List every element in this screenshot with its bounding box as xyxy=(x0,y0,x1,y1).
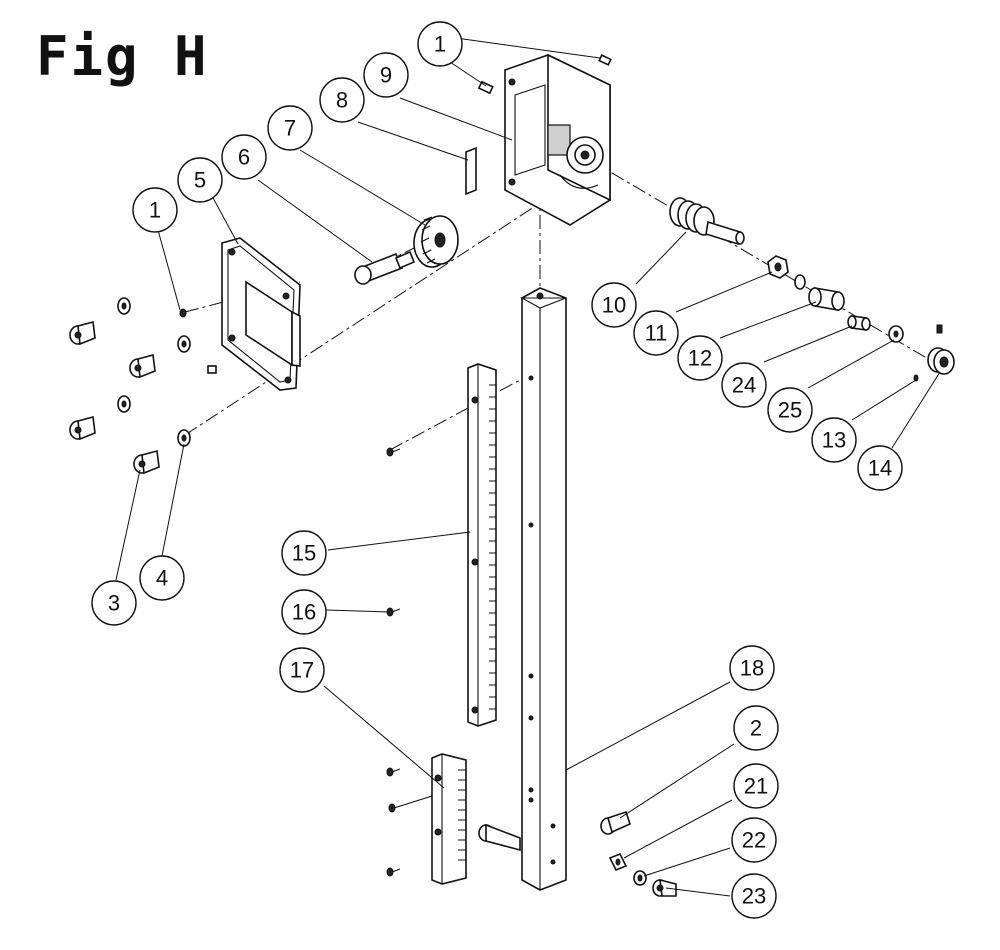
svg-text:1: 1 xyxy=(434,32,446,57)
callout-1b: 1 xyxy=(132,187,178,233)
svg-text:18: 18 xyxy=(740,656,764,681)
small-screw xyxy=(388,795,433,813)
cap-screw xyxy=(69,415,96,441)
callout-4: 4 xyxy=(139,555,185,601)
pin xyxy=(477,80,494,95)
cap-screw xyxy=(129,353,156,379)
callout-16: 16 xyxy=(281,589,327,635)
svg-text:14: 14 xyxy=(868,456,892,481)
cap-screw xyxy=(133,449,160,475)
cap-screw xyxy=(69,320,96,346)
svg-text:11: 11 xyxy=(645,321,668,346)
washer xyxy=(177,429,191,447)
callout-1: 1 xyxy=(417,21,463,67)
square-nut xyxy=(608,852,628,872)
callout-18: 18 xyxy=(729,645,775,691)
worm-shaft xyxy=(669,197,745,246)
svg-text:15: 15 xyxy=(292,541,316,566)
callout-6: 6 xyxy=(221,134,267,180)
washer xyxy=(888,325,904,343)
small-screw xyxy=(386,447,401,457)
svg-text:1: 1 xyxy=(149,198,161,223)
figure-title: Fig H xyxy=(36,25,209,88)
callout-2: 2 xyxy=(733,705,779,751)
cover-plate xyxy=(221,237,301,391)
callout-3: 3 xyxy=(91,580,137,626)
svg-text:2: 2 xyxy=(750,716,762,741)
svg-text:12: 12 xyxy=(688,346,712,371)
svg-text:21: 21 xyxy=(744,774,768,799)
callout-12: 12 xyxy=(677,335,723,381)
callout-15: 15 xyxy=(281,530,327,576)
bushing xyxy=(794,274,845,311)
svg-text:24: 24 xyxy=(732,373,756,398)
callout-23: 23 xyxy=(731,873,777,919)
axis-line xyxy=(589,159,931,361)
washer xyxy=(117,297,131,315)
leader-lines xyxy=(115,37,941,897)
pin xyxy=(598,54,612,66)
washer xyxy=(117,395,131,413)
callout-11: 11 xyxy=(633,310,679,356)
shaft xyxy=(354,250,416,285)
svg-text:9: 9 xyxy=(380,63,392,88)
callout-17: 17 xyxy=(279,647,325,693)
svg-text:13: 13 xyxy=(822,428,846,453)
pin xyxy=(207,365,217,374)
cap-screw xyxy=(652,878,677,897)
key xyxy=(465,146,477,196)
hex-nut xyxy=(767,255,789,279)
callout-5: 5 xyxy=(177,157,223,203)
callout-9: 9 xyxy=(363,52,409,98)
svg-text:16: 16 xyxy=(292,600,316,625)
small-screw xyxy=(386,867,401,877)
svg-text:10: 10 xyxy=(602,293,626,318)
svg-text:5: 5 xyxy=(194,168,206,193)
rack-long xyxy=(467,363,497,727)
set-screw xyxy=(913,374,919,382)
gear-housing xyxy=(504,53,611,226)
pinion-gear xyxy=(413,215,459,268)
svg-text:3: 3 xyxy=(108,591,120,616)
svg-text:8: 8 xyxy=(336,88,348,113)
pin xyxy=(179,308,187,318)
small-screw xyxy=(386,607,401,617)
small-screw xyxy=(386,767,401,777)
washer xyxy=(177,335,191,353)
callout-13: 13 xyxy=(811,417,857,463)
callout-25: 25 xyxy=(767,387,813,433)
callout-22: 22 xyxy=(731,817,777,863)
bolt xyxy=(478,823,521,852)
svg-text:22: 22 xyxy=(742,828,766,853)
svg-text:25: 25 xyxy=(778,398,802,423)
callout-21: 21 xyxy=(733,763,779,809)
callout-10: 10 xyxy=(591,282,637,328)
callout-8: 8 xyxy=(319,77,365,123)
washer xyxy=(633,870,647,886)
collar xyxy=(927,324,955,375)
callout-7: 7 xyxy=(267,105,313,151)
callout-24: 24 xyxy=(721,362,767,408)
axis-line xyxy=(389,379,521,451)
spacer xyxy=(847,315,871,331)
svg-text:6: 6 xyxy=(238,145,250,170)
svg-text:4: 4 xyxy=(156,566,168,591)
bolt xyxy=(600,810,631,835)
column xyxy=(519,287,567,891)
callout-14: 14 xyxy=(857,445,903,491)
svg-text:7: 7 xyxy=(284,116,296,141)
svg-text:23: 23 xyxy=(742,884,766,909)
rack-short xyxy=(431,753,467,885)
svg-text:17: 17 xyxy=(290,658,314,683)
